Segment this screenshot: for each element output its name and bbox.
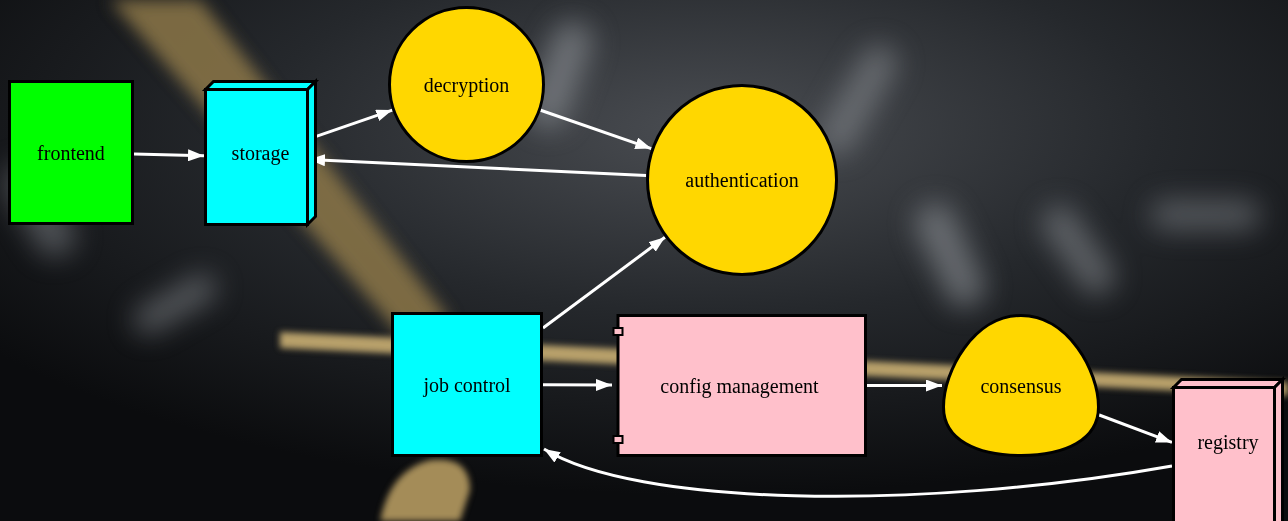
node-label: authentication	[685, 168, 798, 192]
node-outline-part	[614, 436, 623, 443]
node-label: consensus	[980, 374, 1061, 398]
node-outline-part	[944, 316, 1099, 456]
node-outline-part	[1174, 380, 1283, 388]
node-outline-part	[206, 82, 316, 90]
process-node: frontend	[8, 80, 134, 225]
node-outline-part	[308, 82, 316, 225]
process-node: consensus	[942, 314, 1100, 457]
process-node: authentication	[646, 84, 838, 276]
node-label: decryption	[424, 73, 510, 97]
process-node: registry	[1172, 378, 1284, 521]
node-outline-part	[618, 316, 866, 456]
process-node: config management	[612, 314, 867, 457]
node-outline-part	[1174, 388, 1275, 521]
flow-arrow	[867, 384, 942, 387]
node-label: storage	[232, 141, 290, 165]
node-label: registry	[1197, 430, 1258, 454]
node-outline-part	[1275, 380, 1283, 521]
flow-arrow	[541, 110, 652, 148]
node-label: config management	[660, 374, 818, 398]
node-label: frontend	[37, 141, 105, 165]
node-outline-part	[648, 86, 837, 275]
process-node: storage	[204, 80, 317, 226]
node-label: job control	[423, 373, 510, 397]
node-outline-part	[390, 8, 544, 162]
node-outline-part	[206, 90, 308, 225]
flow-arrow	[309, 110, 392, 139]
node-outline-part	[393, 314, 542, 456]
flow-arrow	[134, 154, 204, 156]
process-node: decryption	[388, 6, 545, 163]
flow-arrow	[1094, 413, 1172, 442]
process-node: job control	[391, 312, 543, 457]
flow-arrow	[543, 383, 612, 386]
node-outline-part	[10, 82, 133, 224]
node-outline-part	[614, 328, 623, 335]
